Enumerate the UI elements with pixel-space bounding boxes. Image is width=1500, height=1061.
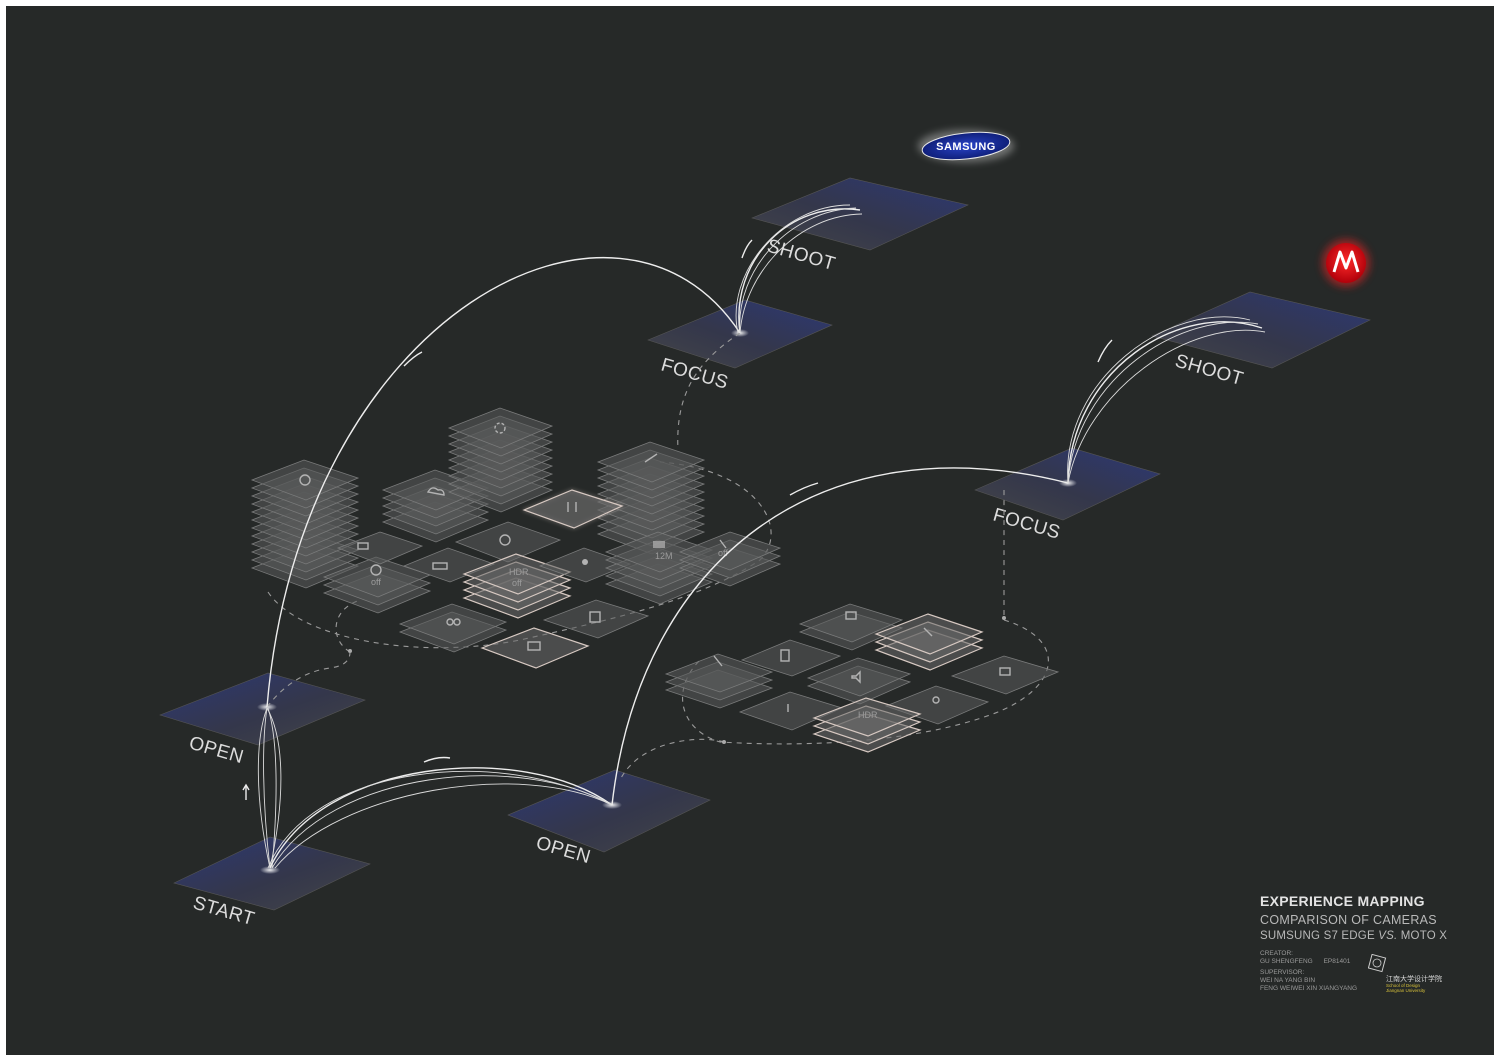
legend: EXPERIENCE MAPPING COMPARISON OF CAMERAS… [1260,893,1490,993]
stack-moto-mic [664,653,774,709]
arrow-focus-shoot-samsung [741,239,753,259]
tile-moto-phone [740,639,842,677]
stack-moto-flash [874,613,984,671]
tile-moto-gallery [950,655,1060,695]
moto-dashed-to-open [619,738,725,781]
creator-line: GU SHENGFENG EP81401 [1260,958,1490,966]
size-12m-text: 12M [655,551,673,561]
panorama-icon [432,562,448,570]
motorola-batwing-icon [1332,250,1360,273]
timer-icon [370,564,382,576]
arrow-focus-shoot-moto [1097,339,1113,363]
phone-icon [780,649,790,662]
rotate-camera-icon [494,422,506,434]
school-en-line-1: School of Design [1386,983,1421,988]
samsung-settings-cluster: off HDR off [250,407,782,669]
school-logo: 江南大学设计学院 School of Design Jiangnan Unive… [1368,954,1448,994]
dash-focus-samsung [677,332,741,451]
stack-moto-sound [806,657,912,705]
supervisors-line-1: WEI NA YANG BIN [1260,977,1316,984]
arrow-open-focus-samsung [403,351,423,367]
stage-plane-focus-moto [974,447,1161,521]
legend-subtitle: COMPARISON OF CAMERAS [1260,913,1437,927]
school-name-cn: 江南大学设计学院 [1386,976,1442,983]
arrow-start-open-moto [423,756,451,763]
fork-knife-icon [567,502,577,512]
label-shoot-samsung: SHOOT [765,236,838,275]
device-b: MOTO X [1400,930,1448,942]
motorola-logo [1322,239,1370,287]
ratio-icon [653,541,665,548]
stage-plane-shoot-moto [1151,291,1371,369]
stage-plane-open-samsung [159,672,366,746]
hdr-text: HDR [509,567,529,577]
stack-timer: off [322,556,432,614]
moto-dashed-loop [682,619,1049,745]
tile-video [336,531,424,565]
school-en-line-2: Jiangnan University [1386,988,1426,993]
stack-slowmo [398,603,508,653]
cloud-icon [426,487,445,496]
stack-settings [250,459,360,589]
location-icon [932,696,940,704]
stack-auto [596,441,706,555]
people-icon [582,559,588,565]
stack-hdr: HDR off [462,553,572,619]
school-name-en: School of Design Jiangnan University [1386,983,1425,993]
legend-title: EXPERIENCE MAPPING [1260,893,1425,909]
sound-icon [851,670,861,684]
device-a: SUMSUNG S7 EDGE [1260,930,1375,942]
moto-settings-cluster: HDR [619,603,1060,781]
creator-label: CREATOR: [1260,950,1293,957]
tile-grid [542,599,650,639]
moto-flash-off-icon [923,627,933,637]
creator-name: GU SHENGFENG [1260,958,1313,965]
mic-off-icon [713,655,723,667]
device-vs: VS. [1378,930,1398,942]
creator-id: EP81401 [1323,958,1351,965]
samsung-logo: SAMSUNG [918,130,1014,162]
tile-food [522,489,624,529]
credits: CREATOR: GU SHENGFENG EP81401 SUPERVISOR… [1260,950,1490,993]
magic-wand-icon [644,453,658,463]
slow-motion-icon [446,618,454,626]
video-icon [357,542,369,550]
grid-icon [589,611,601,623]
flash-off-text: off [718,548,728,558]
journey-arcs [242,204,1266,869]
gear-icon [299,474,311,486]
camera-icon [527,641,541,651]
tile-lens [454,521,562,563]
tile-camera [480,627,590,669]
gallery-icon [999,667,1011,676]
photo-icon [845,611,857,620]
timer-off-text: off [371,577,381,587]
stack-moto-hdr: HDR [812,697,922,753]
legend-devices: SUMSUNG S7 EDGE VS. MOTO X [1260,930,1490,942]
stack-switch-camera [447,407,554,513]
stage-plane-start [173,836,371,911]
moto-hdr-text: HDR [858,710,878,720]
hdr-off-text: off [512,578,522,588]
lens-icon [499,534,511,546]
supervisor-label: SUPERVISOR: [1260,969,1305,976]
flash-off-icon [719,539,727,549]
supervisors-line-2: FENG WEIWEI XIN XIANGYANG [1260,985,1358,992]
samsung-dashed-inner [335,599,361,653]
arrow-open-focus-moto [789,482,819,496]
samsung-logo-text: SAMSUNG [936,141,996,153]
